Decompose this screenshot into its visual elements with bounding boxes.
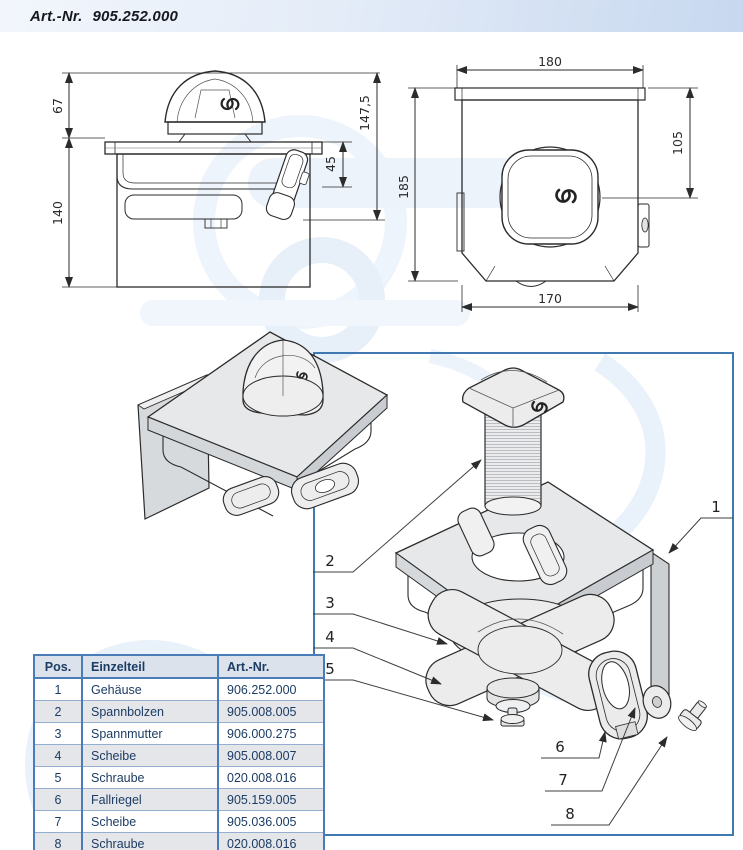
table-row: 8 Schraube 020.008.016 [34,832,324,850]
cell-pos: 1 [34,677,82,701]
cell-pos: 7 [34,810,82,833]
part-screw-5 [500,707,525,727]
dim-body-height: 140 [50,201,65,225]
front-view-drawing: 67 140 147,5 45 [50,70,385,288]
col-header-part: Einzelteil [81,655,218,679]
dim-total-height: 147,5 [357,95,372,131]
callout-8: 8 [565,805,575,823]
table-row: 6 Fallriegel 905.159.005 [34,788,324,811]
page-title: Art.-Nr. 905.252.000 [30,8,178,25]
table-row: 2 Spannbolzen 905.008.005 [34,700,324,723]
callout-1: 1 [711,498,721,516]
cell-artnr: 905.008.005 [217,700,324,723]
exploded-view-drawing: 1 2 3 4 5 6 7 8 [313,367,733,826]
assembled-view-drawing [137,331,389,520]
table-row: 1 Gehäuse 906.252.000 [34,677,324,701]
art-nr-label: Art.-Nr. [30,7,83,25]
part-fall-latch [588,650,648,740]
logo-mark-assembled [296,371,308,380]
dim-knob-height: 67 [50,98,65,114]
top-view-drawing: 180 185 105 170 [398,55,698,312]
table-row: 7 Scheibe 905.036.005 [34,810,324,833]
cell-part: Scheibe [81,744,218,767]
dim-bottom-width: 170 [538,291,562,306]
dim-top-width: 180 [538,55,562,69]
cell-part: Spannmutter [81,722,218,745]
logo-mark-front [220,97,240,111]
parts-table: Pos. Einzelteil Art.-Nr. 1 Gehäuse 906.2… [33,654,325,850]
callout-7: 7 [558,771,568,789]
callout-5: 5 [325,660,335,678]
front-view-housing-outline [104,70,323,288]
cell-artnr: 905.036.005 [217,810,324,833]
cell-pos: 3 [34,722,82,745]
callout-2: 2 [325,552,335,570]
table-row: 4 Scheibe 905.008.007 [34,744,324,767]
assembled-clamp [137,331,389,520]
cell-artnr: 905.159.005 [217,788,324,811]
cell-pos: 8 [34,832,82,850]
logo-mark-top [555,188,577,204]
table-row: 3 Spannmutter 906.000.275 [34,722,324,745]
cell-artnr: 020.008.016 [217,832,324,850]
cell-part: Schraube [81,766,218,789]
callout-labels: 1 2 3 4 5 6 7 8 [325,498,721,823]
parts-table-header-row: Pos. Einzelteil Art.-Nr. [34,655,324,679]
cell-artnr: 905.008.007 [217,744,324,767]
callout-leaders [313,459,733,826]
callout-3: 3 [325,594,335,612]
part-clamp-nut [425,589,615,711]
top-view-housing-outline [454,87,650,287]
col-header-artnr: Art.-Nr. [217,655,324,679]
cell-part: Spannbolzen [81,700,218,723]
cell-artnr: 020.008.016 [217,766,324,789]
cell-artnr: 906.000.275 [217,722,324,745]
callout-6: 6 [555,738,565,756]
logo-mark-bolt [531,400,548,414]
front-view-dimension-labels: 67 140 147,5 45 [50,95,372,225]
cell-part: Gehäuse [81,677,218,701]
dim-latch-height: 45 [323,156,338,172]
cell-artnr: 906.252.000 [217,677,324,701]
cell-pos: 6 [34,788,82,811]
part-spring-bolt [461,367,565,516]
dim-side-offset: 105 [670,131,685,155]
cell-pos: 5 [34,766,82,789]
front-view-latch [265,149,310,221]
part-screw-8 [678,700,707,732]
top-view-dimension-labels: 180 185 105 170 [398,55,685,306]
dim-depth: 185 [398,175,411,199]
table-row: 5 Schraube 020.008.016 [34,766,324,789]
exploded-view-frame [313,352,734,836]
callout-4: 4 [325,628,335,646]
cell-part: Scheibe [81,810,218,833]
cell-pos: 2 [34,700,82,723]
page-header: Art.-Nr. 905.252.000 [0,0,743,32]
part-washer-7 [642,685,672,719]
col-header-pos: Pos. [34,655,82,679]
cell-part: Schraube [81,832,218,850]
cell-pos: 4 [34,744,82,767]
cell-part: Fallriegel [81,788,218,811]
art-nr-value: 905.252.000 [92,7,179,25]
